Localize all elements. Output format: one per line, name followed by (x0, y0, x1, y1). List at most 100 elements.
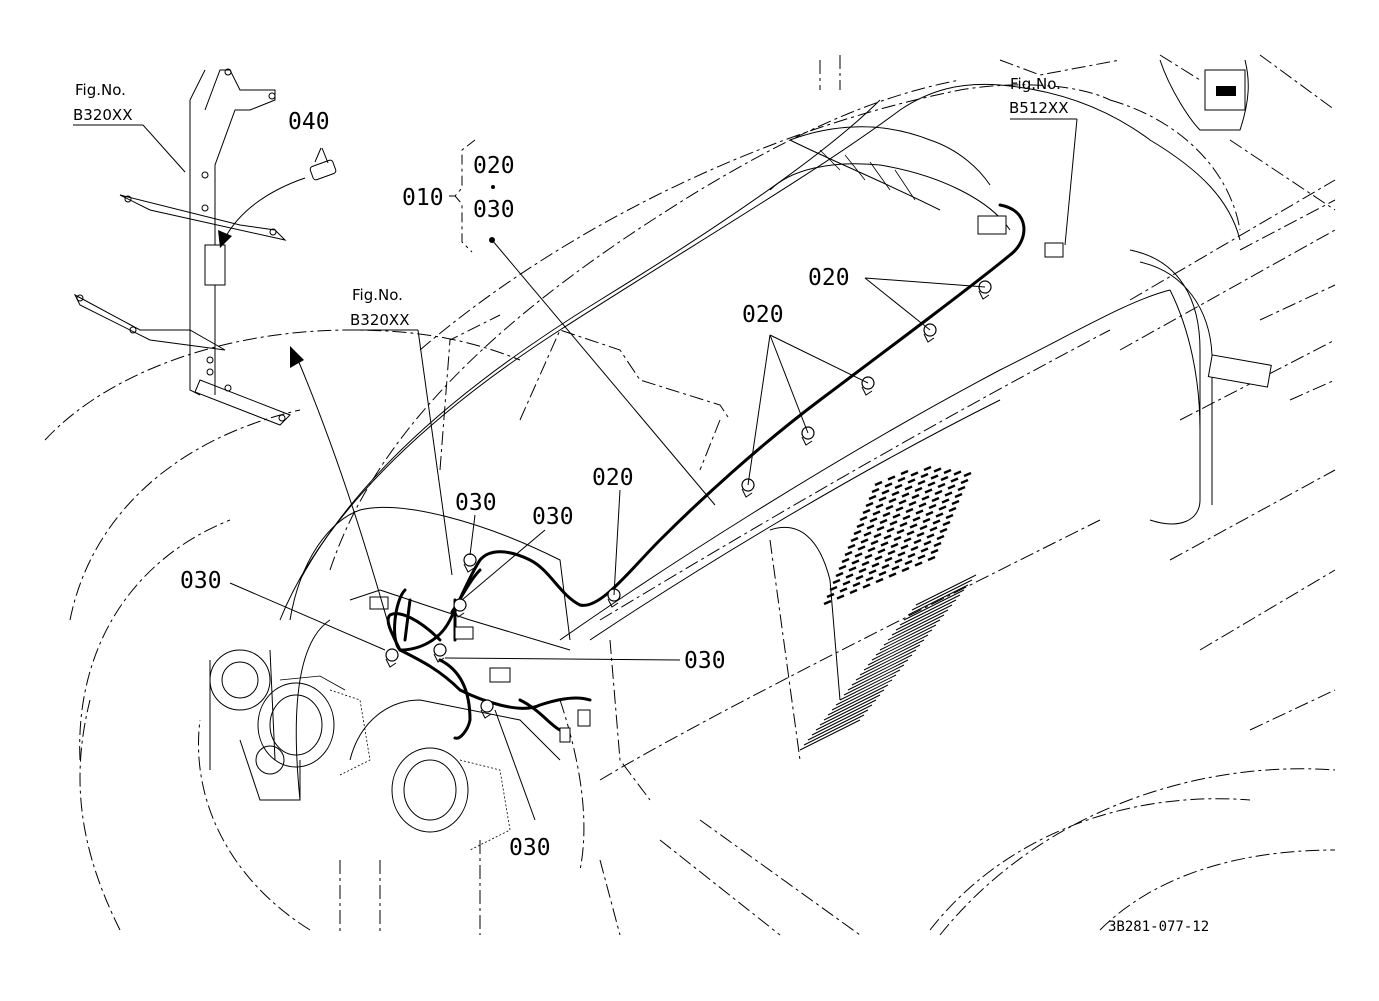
vent-slot (904, 559, 913, 566)
vent-slot (928, 503, 937, 510)
fig-ref-3: Fig.No. B512XX (1009, 75, 1068, 117)
vent-slot (853, 529, 862, 536)
vent-slot (865, 501, 874, 508)
vent-slot (933, 467, 942, 473)
vent-slot (907, 478, 916, 484)
vent-slot (868, 494, 877, 501)
vent-slot (916, 531, 925, 538)
vent-slot (960, 478, 969, 485)
callout-030: 030 (684, 648, 726, 674)
vent-slot (884, 482, 893, 488)
callout-020: 020 (808, 265, 850, 291)
vent-slot (892, 513, 901, 519)
vent-slot (931, 496, 940, 503)
harness-clamp (463, 553, 477, 567)
vent-slot (842, 580, 851, 586)
callout-020: 020 (742, 302, 784, 328)
fig-ref-label: Fig.No. (352, 286, 403, 304)
callout-020-group: 020 (473, 153, 515, 179)
clamp-tab (607, 598, 619, 608)
vent-slot (875, 577, 884, 584)
vent-slot (851, 559, 860, 565)
vent-slot (922, 517, 931, 524)
vent-slot (865, 576, 874, 582)
vent-slot (848, 566, 857, 572)
vent-slot (872, 510, 881, 516)
vent-slot (918, 502, 927, 508)
vent-hatch (859, 644, 921, 676)
vent-slot (947, 484, 956, 490)
hood-body (279, 59, 1272, 701)
vent-slot (867, 546, 876, 553)
vent-slot (838, 564, 847, 571)
vent-slot (881, 489, 890, 495)
vent-slot (920, 472, 929, 479)
callout-030: 030 (532, 504, 574, 530)
vent-slot (841, 557, 850, 564)
vent-hatch (879, 619, 941, 651)
connector (977, 215, 1007, 235)
vent-slot (826, 592, 835, 599)
clamp-tab (923, 333, 935, 343)
vent-slot (849, 588, 858, 595)
vent-slot (874, 480, 883, 487)
clamp-tab (453, 608, 465, 618)
callout-030-group: 030 (473, 197, 515, 223)
vent-slot (951, 499, 960, 506)
vent-slot (924, 488, 933, 494)
vent-slot (914, 486, 923, 493)
vent-slot (860, 538, 869, 544)
vent-slot (862, 508, 871, 515)
callout-030: 030 (180, 568, 222, 594)
vent-slot (866, 524, 875, 530)
vent-hatch (839, 669, 901, 701)
assembly-arrows (218, 177, 391, 631)
vent-slot (945, 513, 954, 520)
vent-hatch (847, 659, 909, 691)
vent-slot (932, 519, 941, 525)
vent-slot (948, 506, 957, 513)
vent-slot (927, 481, 936, 487)
connector (559, 727, 571, 743)
vent-slot (950, 477, 959, 483)
vent-slot (954, 492, 963, 499)
vent-slot (910, 545, 919, 552)
group-dot (491, 185, 495, 189)
fig-ref-1: Fig.No. B320XX (73, 81, 132, 124)
vent-slot (844, 550, 853, 557)
vent-slot (914, 561, 923, 567)
callout-010: 010 (402, 185, 444, 211)
vent-slot (942, 520, 951, 527)
vent-slot (857, 545, 866, 551)
vent-slot (953, 470, 962, 476)
vent-slot (897, 551, 906, 557)
front-grille (209, 507, 571, 851)
vent-hatch (851, 654, 913, 686)
vent-slot (935, 512, 944, 518)
harness-clamp (433, 643, 447, 657)
connector (1044, 242, 1064, 258)
vent-slot (909, 523, 918, 529)
vent-slot (870, 539, 879, 546)
harness-clamp (453, 598, 467, 612)
vent-slot (894, 483, 903, 490)
vent-slot (910, 471, 919, 477)
right-headlight (391, 747, 511, 851)
drawing-code: 3B281-077-12 (1108, 919, 1209, 935)
vent-hatch (903, 589, 965, 621)
vent-slot (884, 556, 893, 563)
vent-slot (855, 574, 864, 581)
vent-hatch (871, 629, 933, 661)
clamp-tab (385, 658, 397, 668)
vent-hatch (827, 684, 889, 716)
connector (454, 626, 474, 640)
vent-slot (902, 514, 911, 521)
tractor-outline (44, 54, 1336, 936)
vent-hatch (815, 699, 877, 731)
vent-hatch (907, 584, 969, 616)
vent-slot (889, 520, 898, 526)
vent-slot (941, 498, 950, 504)
vent-slot (917, 479, 926, 486)
vent-hatch (883, 614, 945, 646)
vent-hatch (867, 634, 929, 666)
